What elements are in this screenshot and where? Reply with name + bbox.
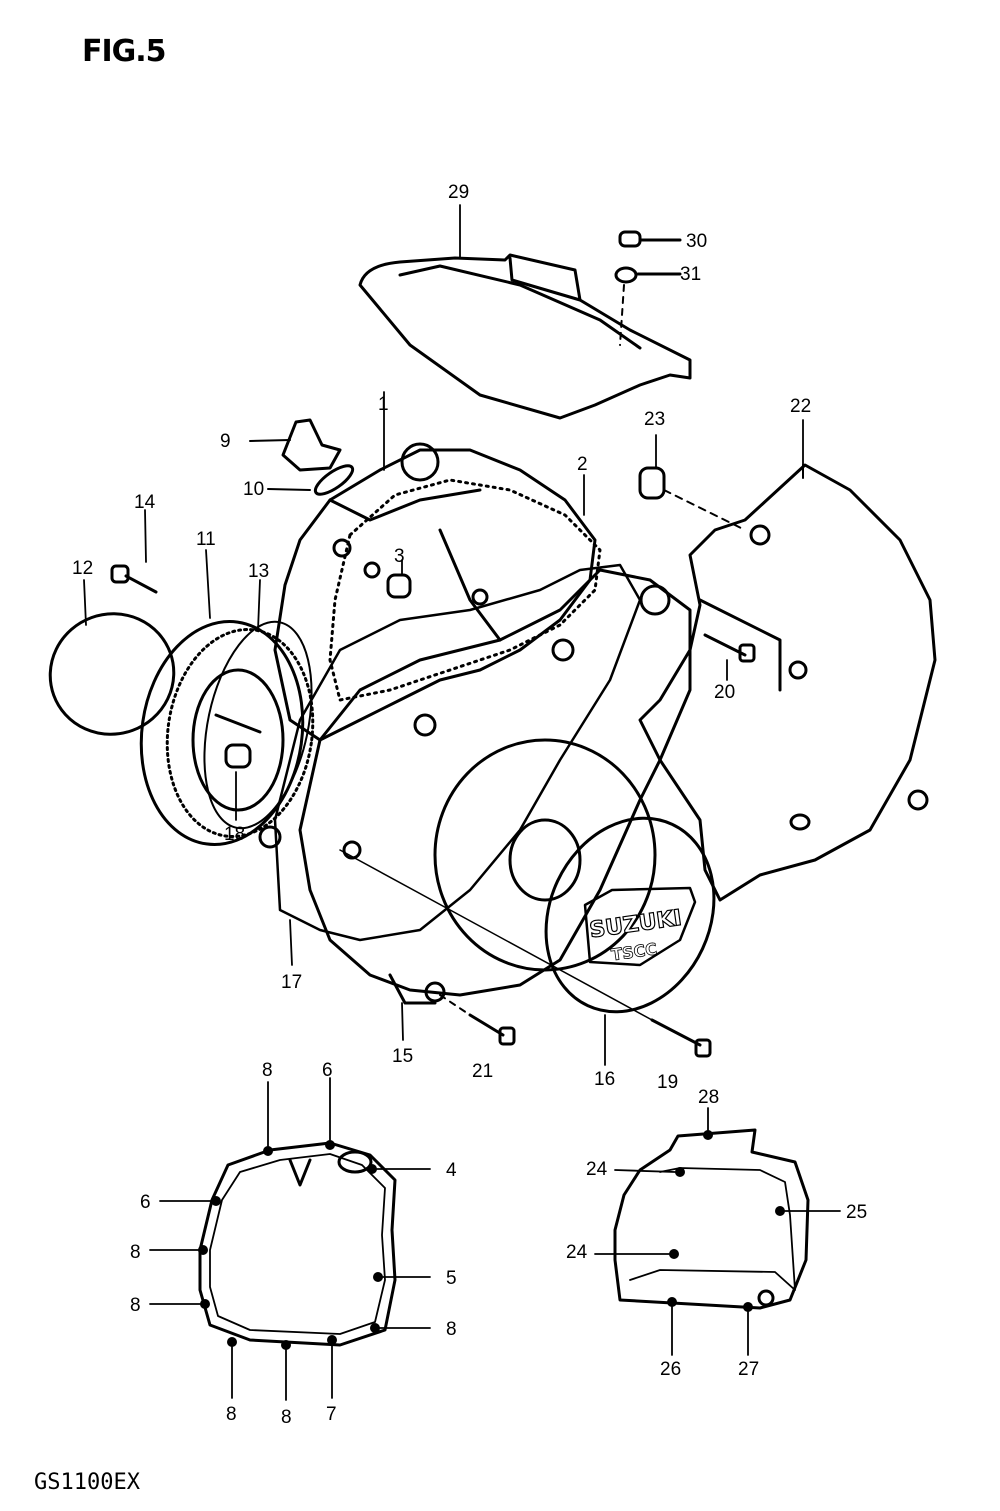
callout-label-25: 25	[846, 1202, 867, 1223]
part-23-dowel	[638, 466, 746, 531]
callout-label-21: 21	[472, 1061, 493, 1082]
part-17-gasket	[258, 563, 642, 942]
callout-label-13: 13	[248, 561, 269, 582]
lower-right-gasket-dots	[667, 1130, 785, 1312]
callout-label-3: 3	[394, 546, 405, 567]
callout-label-7: 7	[326, 1404, 337, 1425]
part-9-filler-cap	[249, 418, 342, 472]
part-14-bolt	[110, 564, 158, 594]
callout-label-24a: 24	[586, 1159, 608, 1180]
callout-label-16: 16	[594, 1069, 615, 1090]
callout-label-27: 27	[738, 1359, 759, 1380]
callout-label-15: 15	[392, 1046, 413, 1067]
lower-right-leaders	[594, 1107, 841, 1356]
callout-label-11: 11	[196, 529, 216, 550]
callout-label-17: 17	[281, 972, 302, 993]
part-19-bolt	[339, 849, 712, 1058]
part-3-dowel	[386, 573, 412, 599]
lower-left-gasket-dots	[198, 1140, 383, 1350]
figure-title: FIG.5	[82, 34, 167, 69]
callout-label-22: 22	[790, 396, 811, 417]
callout-label-28: 28	[698, 1087, 719, 1108]
callout-label-12: 12	[72, 558, 93, 579]
callout-label-8a: 8	[262, 1060, 273, 1081]
model-code: GS1100EX	[34, 1470, 140, 1495]
callout-label-30: 30	[686, 231, 707, 252]
lower-left-gasket-outline	[198, 1141, 397, 1347]
callout-label-31: 31	[680, 264, 701, 285]
part-22-right-cover	[638, 463, 937, 902]
callout-label-23: 23	[644, 409, 665, 430]
callout-label-8b: 8	[130, 1242, 141, 1263]
callout-label-26: 26	[660, 1359, 681, 1380]
part-29-top-cover	[358, 253, 692, 420]
callout-label-8c: 8	[130, 1295, 141, 1316]
lower-right-gasket-outline	[613, 1128, 810, 1310]
callout-label-29: 29	[448, 182, 469, 203]
part-13-gasket	[203, 620, 313, 830]
part-1-crankcase	[273, 442, 597, 742]
callout-label-19: 19	[657, 1072, 678, 1093]
callout-label-14: 14	[134, 492, 156, 513]
callout-label-8f: 8	[281, 1407, 292, 1428]
part-10-o-ring	[267, 464, 355, 496]
callout-label-5: 5	[446, 1268, 457, 1289]
emblem-brand: SUZUKI TSCC	[587, 905, 684, 965]
brand-name: SUZUKI	[588, 906, 683, 944]
callout-label-4: 4	[446, 1160, 457, 1181]
callout-label-9: 9	[220, 431, 231, 452]
callout-label-1: 1	[378, 394, 389, 415]
callout-label-6a: 6	[140, 1192, 151, 1213]
part-2-gasket	[328, 478, 602, 702]
part-20-bolt	[703, 633, 756, 663]
callout-label-24b: 24	[566, 1242, 588, 1263]
part-30-bolt	[618, 230, 682, 248]
part-11-housing	[139, 620, 315, 846]
part-21-bolt	[439, 994, 516, 1046]
callout-label-2: 2	[577, 454, 588, 475]
callout-label-18: 18	[224, 824, 245, 845]
callout-label-10: 10	[243, 479, 264, 500]
part-15-outer-cover	[298, 568, 692, 1005]
callout-label-6b: 6	[322, 1060, 333, 1081]
callout-label-20: 20	[714, 682, 735, 703]
callout-label-8e: 8	[226, 1404, 237, 1425]
lower-left-leaders	[149, 1077, 431, 1401]
part-31-washer	[614, 266, 682, 346]
part-12-o-ring	[48, 612, 176, 736]
part-16-emblem-cover	[544, 816, 716, 1014]
upper-leaders	[83, 204, 804, 1066]
callout-label-8d: 8	[446, 1319, 457, 1340]
